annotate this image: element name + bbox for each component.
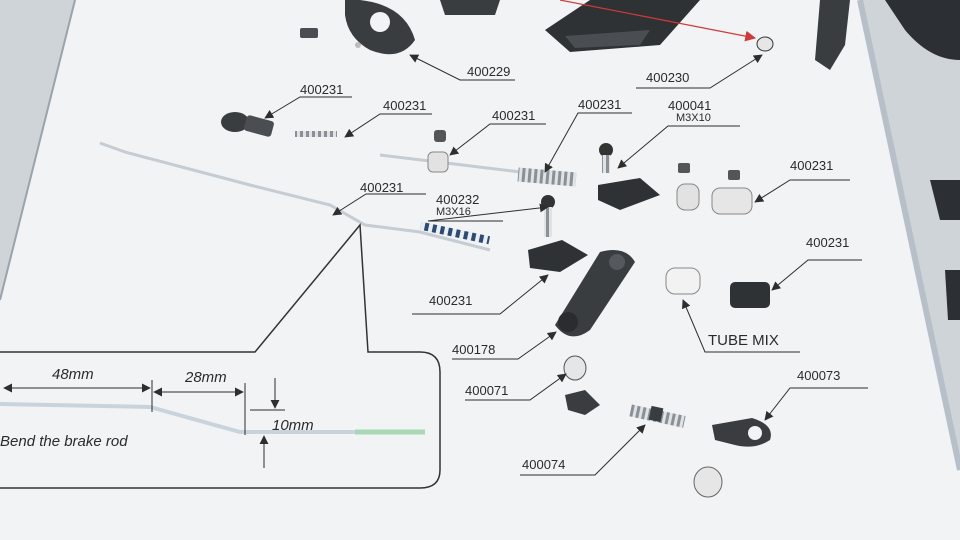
callout-400074 <box>520 424 646 476</box>
label-400231-e: 400231 <box>790 158 834 173</box>
part-boot-top-right <box>815 0 850 70</box>
part-gear-400231 <box>730 282 770 308</box>
callout-400231-d <box>544 112 632 173</box>
part-block-upper <box>598 178 660 210</box>
detail-box <box>0 223 441 489</box>
label-400041-spec: M3X10 <box>676 112 711 124</box>
part-tube-a <box>676 183 700 211</box>
callout-400231-rod <box>332 193 426 216</box>
part-ball-end <box>221 112 249 132</box>
callout-400041 <box>617 125 740 169</box>
callout-400232 <box>427 203 549 222</box>
dim-28-label: 28mm <box>185 369 227 386</box>
part-threaded-rod <box>295 131 337 137</box>
label-400230: 400230 <box>646 70 690 85</box>
label-400178: 400178 <box>452 342 496 357</box>
part-rod-end-left <box>565 390 600 415</box>
part-tube-b <box>711 187 753 215</box>
label-400231-rod: 400231 <box>360 180 404 195</box>
label-400231-c: 400231 <box>492 108 536 123</box>
label-400041: 400041 <box>668 98 712 113</box>
callout-400231-b <box>344 113 432 138</box>
callout-tube-mix <box>682 299 800 353</box>
label-400229: 400229 <box>467 64 511 79</box>
label-400231-g: 400231 <box>806 235 850 250</box>
callout-400071 <box>465 373 567 401</box>
part-arm-400178 <box>555 249 635 337</box>
label-400231-a: 400231 <box>300 82 344 97</box>
label-400073: 400073 <box>797 368 841 383</box>
label-400071: 400071 <box>465 383 509 398</box>
label-400231-d: 400231 <box>578 97 622 112</box>
part-spring <box>517 167 577 187</box>
part-ball-400071 <box>563 355 587 381</box>
edge-part-top-right <box>885 0 960 60</box>
callout-400073 <box>764 387 868 421</box>
label-400232: 400232 <box>436 192 480 207</box>
dim-48-label: 48mm <box>52 366 94 383</box>
callout-400231-g <box>771 259 862 291</box>
red-arrow <box>559 0 757 42</box>
label-400232-spec: M3X16 <box>436 206 471 218</box>
small-screw-top <box>300 28 318 38</box>
callout-400231-e <box>754 179 850 203</box>
label-400231-b: 400231 <box>383 98 427 113</box>
brake-rod <box>99 141 491 252</box>
part-400230 <box>756 36 774 52</box>
detail-rod <box>0 402 355 434</box>
part-ball-bottom <box>693 466 723 498</box>
callout-400231-a <box>264 96 352 119</box>
part-block-lower <box>528 240 588 272</box>
dim-10-label: 10mm <box>272 417 314 434</box>
callout-400230 <box>636 54 763 89</box>
callout-400231-c <box>449 123 546 156</box>
callout-400229 <box>409 54 515 81</box>
callout-400178 <box>452 331 557 360</box>
label-400074: 400074 <box>522 457 566 472</box>
label-tube-mix: TUBE MIX <box>708 332 779 349</box>
label-400231-f: 400231 <box>429 293 473 308</box>
callout-400231-f <box>412 274 549 315</box>
part-tube-mix <box>665 267 701 295</box>
detail-caption: Bend the brake rod <box>0 433 128 450</box>
part-collar <box>427 151 449 173</box>
